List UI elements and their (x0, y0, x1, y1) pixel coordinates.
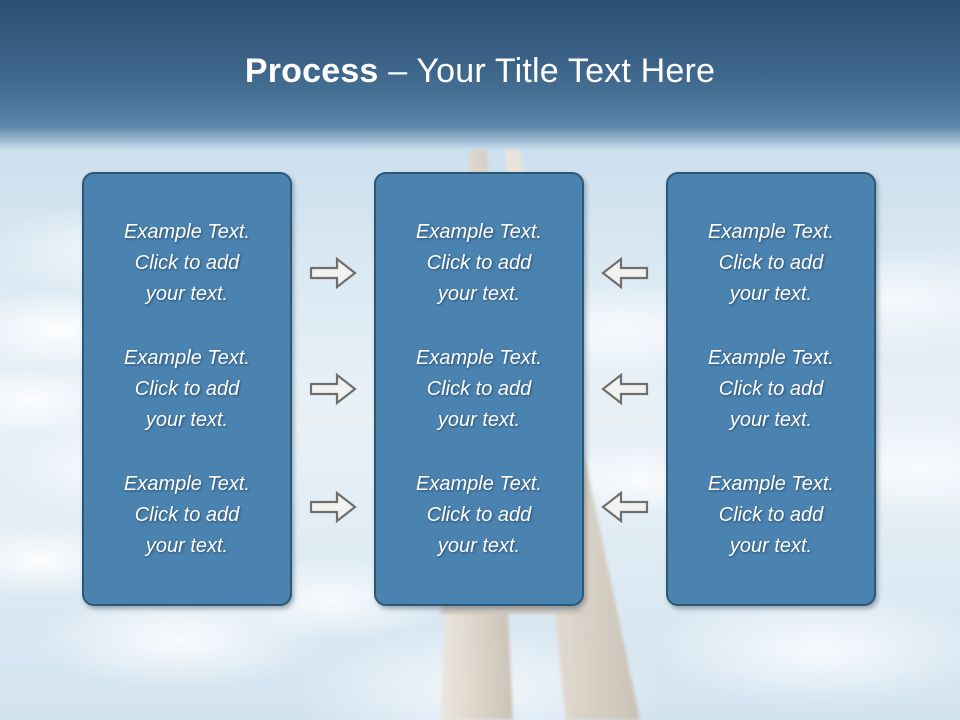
process-text-1-2[interactable]: Example Text. Click to add your text. (124, 346, 250, 431)
header-band (0, 0, 960, 150)
arrow-right-icon-1[interactable] (309, 256, 357, 290)
arrow-left-icon-1[interactable] (601, 256, 649, 290)
page-title-separator: – (378, 52, 417, 90)
page-title: Process – Your Title Text Here (0, 50, 960, 92)
process-box-2[interactable]: Example Text. Click to add your text. Ex… (374, 172, 584, 606)
process-text-2-1[interactable]: Example Text. Click to add your text. (416, 220, 542, 305)
process-text-3-2[interactable]: Example Text. Click to add your text. (708, 346, 834, 431)
arrow-right-icon-2[interactable] (309, 372, 357, 406)
process-text-1-3[interactable]: Example Text. Click to add your text. (124, 472, 250, 557)
process-box-1[interactable]: Example Text. Click to add your text. Ex… (82, 172, 292, 606)
process-text-3-3[interactable]: Example Text. Click to add your text. (708, 472, 834, 557)
process-text-2-3[interactable]: Example Text. Click to add your text. (416, 472, 542, 557)
process-box-3[interactable]: Example Text. Click to add your text. Ex… (666, 172, 876, 606)
process-text-1-1[interactable]: Example Text. Click to add your text. (124, 220, 250, 305)
page-title-light: Your Title Text Here (416, 52, 716, 90)
arrow-left-icon-3[interactable] (601, 490, 649, 524)
arrow-left-icon-2[interactable] (601, 372, 649, 406)
page-title-strong: Process (244, 52, 379, 90)
process-text-2-2[interactable]: Example Text. Click to add your text. (416, 346, 542, 431)
process-text-3-1[interactable]: Example Text. Click to add your text. (708, 220, 834, 305)
arrow-right-icon-3[interactable] (309, 490, 357, 524)
